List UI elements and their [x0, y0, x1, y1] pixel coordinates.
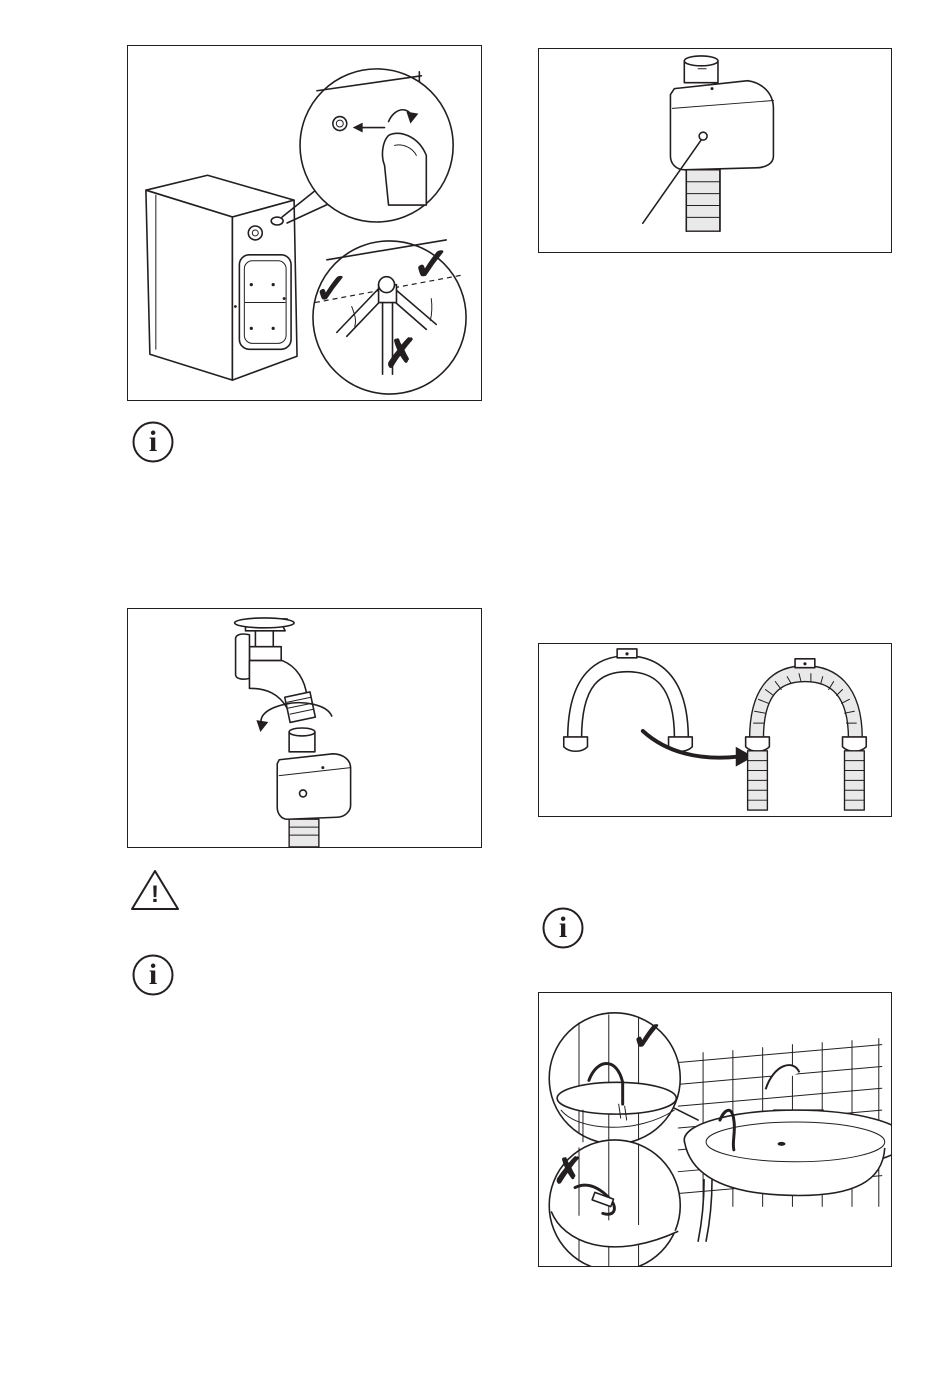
tap-connection-illustration	[128, 609, 481, 847]
drain-hose-guide-illustration	[539, 644, 891, 816]
info-glyph: i	[541, 911, 585, 945]
hose-guide-figure	[538, 643, 892, 817]
aquastop-valve-figure	[538, 48, 892, 253]
info-icon: i	[131, 420, 175, 464]
check-mark-left-icon: ✓	[314, 268, 349, 310]
check-mark-icon: ✓	[631, 1017, 665, 1057]
sink-drain-illustration	[539, 993, 891, 1266]
info-glyph: i	[131, 425, 175, 459]
warning-glyph: !	[129, 882, 181, 908]
info-icon: i	[131, 953, 175, 997]
wash-basin	[684, 1065, 891, 1241]
detail-circle-top	[300, 69, 453, 222]
info-icon: i	[541, 906, 585, 950]
hose-guide-fitted	[746, 659, 867, 810]
washing-machine	[146, 175, 297, 380]
tap-connection-figure	[127, 608, 482, 848]
check-mark-right-icon: ✓	[412, 241, 451, 287]
cross-mark-icon: ✗	[384, 334, 418, 374]
machine-inlet-illustration	[128, 46, 481, 400]
cross-mark-icon: ✗	[553, 1153, 583, 1189]
aquastop-device	[277, 728, 350, 847]
sink-drain-figure: ✓ ✗	[538, 992, 892, 1267]
machine-inlet-figure: ✓ ✓ ✗	[127, 45, 482, 401]
hose-guide-plain	[564, 649, 693, 751]
aquastop-valve-illustration	[539, 49, 891, 252]
info-glyph: i	[131, 958, 175, 992]
warning-icon: !	[129, 868, 181, 912]
